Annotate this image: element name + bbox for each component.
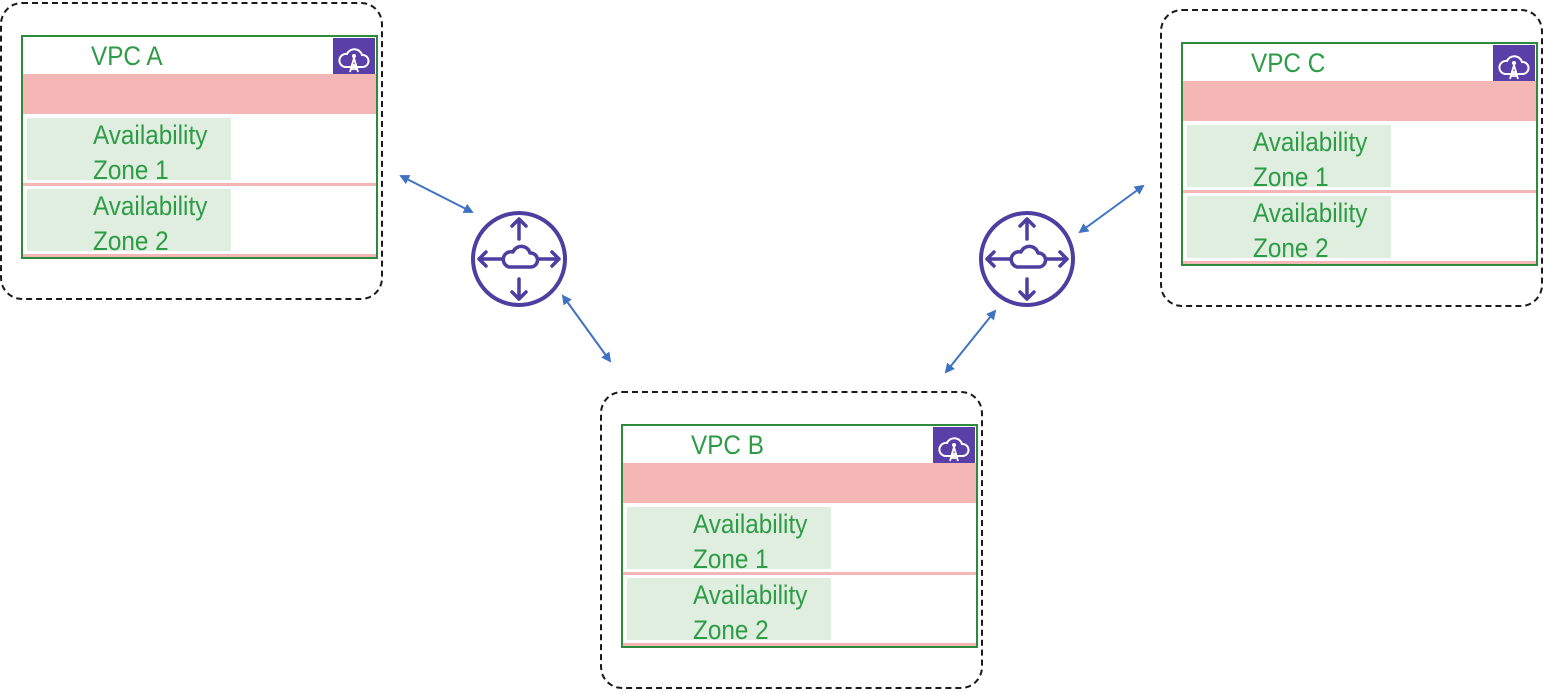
zone-separator: [1183, 190, 1536, 193]
zone-separator: [23, 183, 376, 186]
vpc-c-title: VPC C: [1251, 48, 1326, 78]
availability-zone-1: Availability Zone 1: [27, 118, 372, 185]
zone-box: [627, 578, 831, 640]
vpc-a-title: VPC A: [91, 41, 163, 71]
cloud-tower-icon: [333, 38, 375, 80]
zone-label-line1: Availability: [93, 120, 208, 150]
subnet-band: [23, 74, 376, 114]
double-arrow-icon: [944, 309, 997, 374]
double-arrow-icon: [561, 294, 612, 363]
vpc-b: VPC B Availability Zone 1 Availability Z…: [621, 424, 978, 648]
zone-label: Availability Zone 2: [1253, 196, 1367, 266]
availability-zone-1: Availability Zone 1: [627, 507, 972, 574]
zone-box: [27, 118, 231, 180]
double-arrow-icon: [399, 175, 474, 213]
zone-box: [627, 507, 831, 569]
zone-label-line1: Availability: [693, 509, 808, 539]
zone-label: Availability Zone 1: [1253, 125, 1367, 195]
zone-separator: [1183, 261, 1536, 264]
availability-zone-2: Availability Zone 2: [27, 189, 372, 256]
zone-label-line1: Availability: [1253, 127, 1368, 157]
vpc-b-region: VPC B Availability Zone 1 Availability Z…: [600, 391, 983, 689]
zone-label-line2: Zone 1: [1253, 162, 1329, 192]
zone-separator: [623, 572, 976, 575]
subnet-band: [1183, 81, 1536, 121]
zone-separator: [623, 643, 976, 646]
cloud-tower-icon: [933, 427, 975, 469]
zone-label-line2: Zone 2: [693, 615, 769, 645]
zone-label-line1: Availability: [1253, 198, 1368, 228]
zone-label-line2: Zone 2: [93, 226, 169, 256]
availability-zone-2: Availability Zone 2: [627, 578, 972, 645]
vpc-c-region: VPC C Availability Zone 1 Availability Z…: [1160, 9, 1543, 307]
router-cloud-icon: [471, 211, 567, 307]
zone-label: Availability Zone 1: [693, 507, 807, 577]
zone-box: [1187, 196, 1391, 258]
zone-label-line2: Zone 1: [93, 155, 169, 185]
zone-label-line2: Zone 1: [693, 544, 769, 574]
availability-zone-2: Availability Zone 2: [1187, 196, 1532, 263]
zone-separator: [23, 254, 376, 257]
zone-label: Availability Zone 2: [693, 578, 807, 648]
vpc-a-region: VPC A Availability Zone 1 Availability Z…: [0, 2, 383, 300]
zone-box: [1187, 125, 1391, 187]
vpc-a: VPC A Availability Zone 1 Availability Z…: [21, 35, 378, 259]
double-arrow-icon: [1078, 184, 1145, 234]
zone-label-line2: Zone 2: [1253, 233, 1329, 263]
zone-label: Availability Zone 1: [93, 118, 207, 188]
zone-label-line1: Availability: [93, 191, 208, 221]
router-cloud-icon: [979, 211, 1075, 307]
availability-zone-1: Availability Zone 1: [1187, 125, 1532, 192]
zone-box: [27, 189, 231, 251]
vpc-b-title: VPC B: [691, 430, 764, 460]
subnet-band: [623, 463, 976, 503]
cloud-tower-icon: [1493, 45, 1535, 87]
vpc-c: VPC C Availability Zone 1 Availability Z…: [1181, 42, 1538, 266]
zone-label-line1: Availability: [693, 580, 808, 610]
zone-label: Availability Zone 2: [93, 189, 207, 259]
